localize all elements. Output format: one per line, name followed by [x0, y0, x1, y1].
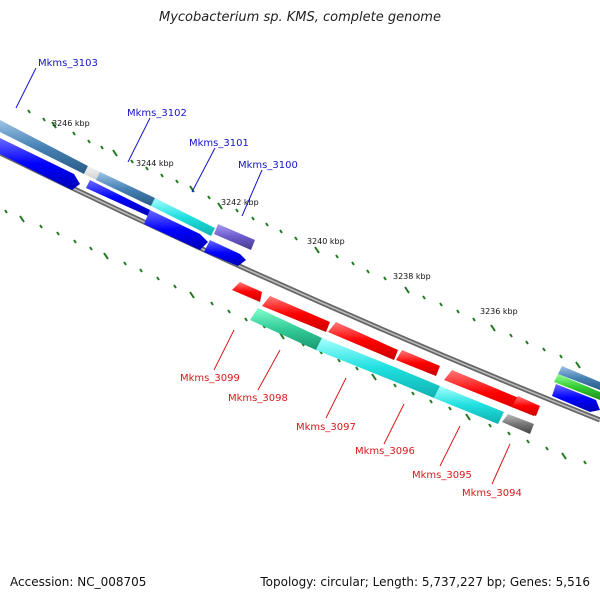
- plus-features-outer: [0, 120, 255, 250]
- cds-mkms-3098-teal[interactable]: [250, 308, 322, 350]
- gene-label-mkms-3103[interactable]: Mkms_3103: [38, 58, 98, 69]
- genome-backbone: [0, 150, 600, 423]
- plus-features-inner: [0, 138, 246, 266]
- gene-label-mkms-3102[interactable]: Mkms_3102: [127, 108, 187, 119]
- kbp-label-3238: 3238 kbp: [393, 272, 431, 281]
- cds-mkms-3101[interactable]: [151, 198, 215, 236]
- kbp-label-3246: 3246 kbp: [52, 119, 90, 128]
- gene-label-mkms-3100[interactable]: Mkms_3100: [238, 160, 298, 171]
- cds-blue-2[interactable]: [86, 180, 150, 216]
- cds-mkms-3102-b[interactable]: [96, 172, 155, 206]
- genome-backbone-highlight: [0, 152, 600, 421]
- outer-tick-marks: [27, 109, 581, 369]
- cds-blue-4[interactable]: [204, 240, 246, 266]
- kbp-label-3242: 3242 kbp: [221, 198, 259, 207]
- cds-mkms-3096-red[interactable]: [396, 350, 440, 376]
- cds-right-green[interactable]: [554, 374, 600, 400]
- cds-mkms-3097-red[interactable]: [328, 322, 398, 360]
- cds-mkms-3096-cyan[interactable]: [316, 338, 440, 398]
- gene-label-mkms-3096[interactable]: Mkms_3096: [355, 446, 415, 457]
- cds-mkms-3103[interactable]: [0, 120, 88, 174]
- kbp-label-3244: 3244 kbp: [136, 159, 174, 168]
- cds-mkms-3100[interactable]: [214, 224, 255, 250]
- kbp-label-3236: 3236 kbp: [480, 307, 518, 316]
- cds-mkms-3099[interactable]: [232, 282, 262, 302]
- gene-label-mkms-3101[interactable]: Mkms_3101: [189, 138, 249, 149]
- minus-leader-lines: [213, 329, 511, 485]
- gene-label-mkms-3097[interactable]: Mkms_3097: [296, 422, 356, 433]
- cds-mkms-3095-cyan[interactable]: [434, 386, 504, 424]
- gene-label-mkms-3094[interactable]: Mkms_3094: [462, 488, 522, 499]
- gene-label-mkms-3098[interactable]: Mkms_3098: [228, 393, 288, 404]
- topology-summary: Topology: circular; Length: 5,737,227 bp…: [260, 575, 590, 589]
- cds-blue-3[interactable]: [144, 210, 208, 250]
- gene-label-mkms-3099[interactable]: Mkms_3099: [180, 373, 240, 384]
- map-title: Mycobacterium sp. KMS, complete genome: [159, 10, 441, 25]
- gene-label-mkms-3095[interactable]: Mkms_3095: [412, 470, 472, 481]
- cds-right-blue[interactable]: [552, 384, 600, 412]
- cds-blue-1[interactable]: [0, 138, 80, 190]
- kbp-label-3240: 3240 kbp: [307, 237, 345, 246]
- cds-mkms-3094-red[interactable]: [512, 396, 540, 416]
- plus-leader-lines: [15, 67, 263, 217]
- right-edge-features: [552, 366, 600, 412]
- cds-mkms-3098-red[interactable]: [262, 296, 330, 332]
- accession-info: Accession: NC_008705: [10, 575, 147, 589]
- cds-right-steel[interactable]: [558, 366, 600, 390]
- cds-mkms-3094-gray[interactable]: [502, 414, 534, 434]
- minus-features: [232, 282, 540, 434]
